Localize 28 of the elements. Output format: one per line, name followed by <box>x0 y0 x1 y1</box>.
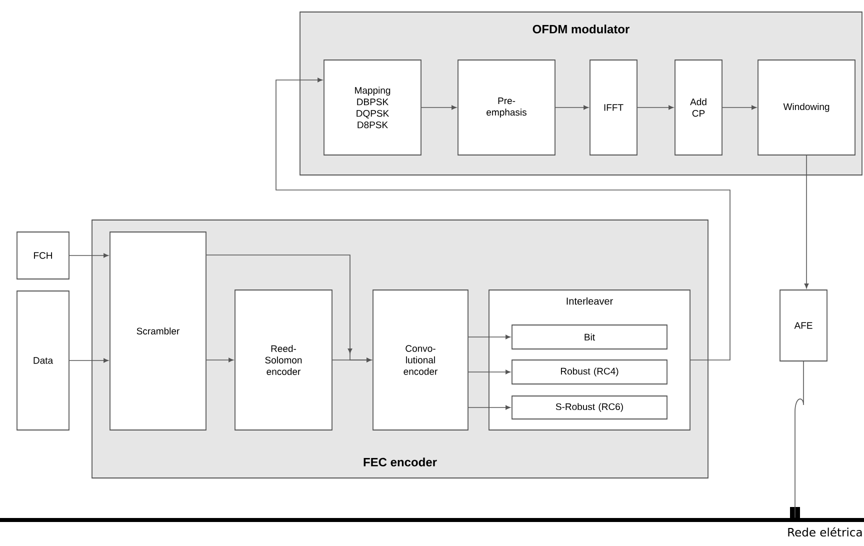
arrow <box>206 254 372 362</box>
arrow <box>276 78 730 360</box>
arrow <box>468 370 510 374</box>
arrow <box>69 358 108 363</box>
block-box: IFFT <box>590 60 638 156</box>
arrow <box>69 253 108 258</box>
block-box: Reed-Solomon encoder <box>234 290 332 430</box>
block-box: AFE <box>780 290 828 362</box>
block-box: Scrambler <box>110 232 206 430</box>
block-box: Data <box>16 290 70 430</box>
arrow <box>722 105 756 110</box>
block-box: Add CP <box>674 60 722 156</box>
arrow <box>804 155 809 288</box>
power-line: Rede elétrica <box>0 518 864 537</box>
block-box: Mapping DBPSK DQPSK D8PSK <box>324 60 422 156</box>
block-box: Bit <box>512 324 668 350</box>
arrow <box>555 105 588 110</box>
block-box: S-Robust (RC6) <box>512 396 668 420</box>
arrow <box>206 358 234 362</box>
arrow <box>421 105 456 110</box>
block-box: Windowing <box>758 60 856 156</box>
block-box: Convo-lutional encoder <box>372 290 468 430</box>
arrow <box>468 405 510 410</box>
arrow <box>468 334 510 340</box>
block-box: Pre-emphasis <box>458 60 556 156</box>
block-box: FCH <box>16 232 70 280</box>
block-box: Robust (RC4) <box>512 360 668 384</box>
arrow <box>637 105 674 110</box>
